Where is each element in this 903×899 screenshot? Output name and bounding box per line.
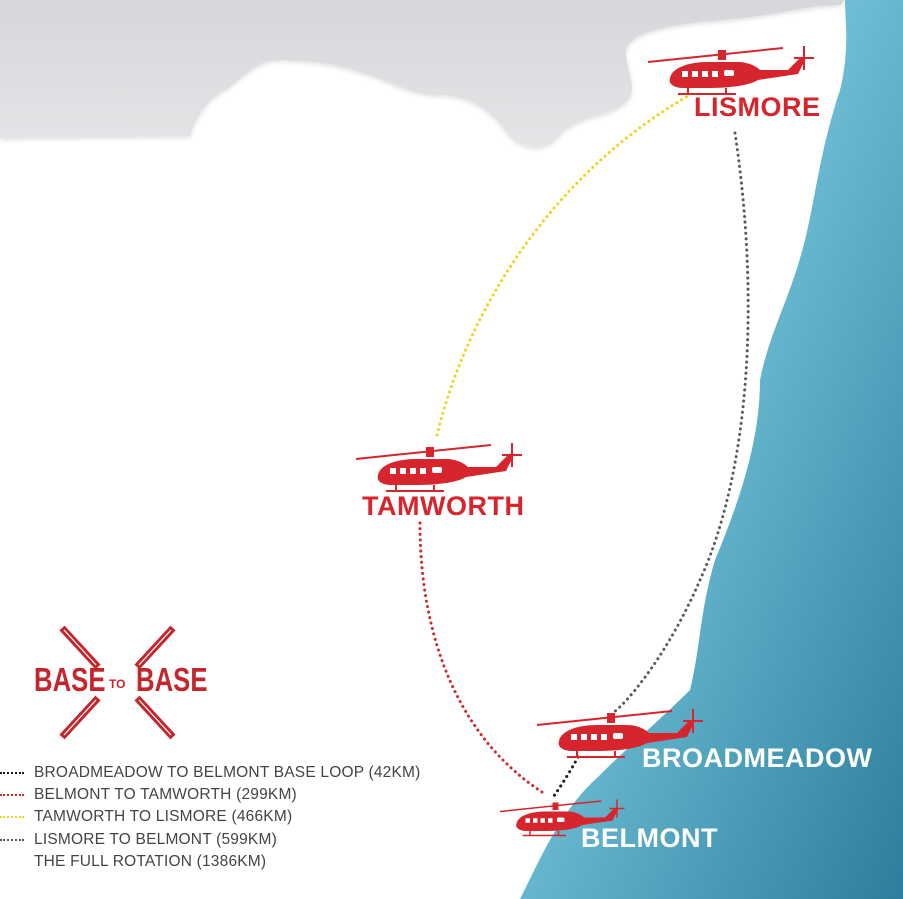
legend-item: BROADMEADOW TO BELMONT BASE LOOP (42KM) — [0, 762, 421, 784]
rotor-blade — [536, 710, 673, 726]
neighbour-land — [0, 0, 845, 148]
fuselage — [377, 455, 514, 485]
crossed-rotor-blades-icon — [59, 625, 176, 740]
route-broadmeadow-belmont — [552, 755, 580, 798]
legend-label: THE FULL ROTATION (1386KM) — [34, 852, 267, 870]
legend-swatch — [0, 838, 24, 841]
route-tamworth-lismore — [435, 94, 690, 437]
logo-word-mid: TO — [109, 677, 126, 691]
base-label-tamworth: TAMWORTH — [362, 491, 525, 521]
base-label-broadmeadow: BROADMEADOW — [642, 743, 873, 773]
base-label-lismore: LISMORE — [694, 92, 821, 122]
route-lines — [418, 94, 750, 798]
legend-swatch — [0, 816, 24, 819]
rotor-blade — [499, 800, 602, 813]
legend-label: LISMORE TO BELMONT (599KM) — [34, 830, 277, 848]
rotor-blade — [355, 444, 492, 460]
legend-item: BELMONT TO TAMWORTH (299KM) — [0, 784, 421, 806]
legend-item: LISMORE TO BELMONT (599KM) — [0, 829, 421, 851]
fuselage — [516, 808, 619, 831]
legend-swatch — [0, 772, 24, 774]
helicopter-belmont-icon — [499, 799, 625, 837]
legend-label: BROADMEADOW TO BELMONT BASE LOOP (42KM) — [34, 764, 421, 781]
legend-item: THE FULL ROTATION (1386KM) — [0, 851, 421, 873]
fuselage — [558, 721, 695, 751]
helicopter-broadmeadow-icon — [536, 709, 703, 758]
legend-label: BELMONT TO TAMWORTH (299KM) — [34, 786, 297, 804]
logo-word-left: BASE — [34, 661, 106, 698]
base-to-base-logo: BASE TO BASE — [30, 625, 208, 740]
helicopter-lismore-icon — [647, 46, 814, 95]
rotor-blade — [647, 47, 784, 63]
route-belmont-tamworth — [418, 521, 547, 796]
ocean — [520, 0, 903, 899]
base-label-belmont: BELMONT — [581, 823, 718, 853]
fuselage — [669, 58, 806, 88]
route-legend: BROADMEADOW TO BELMONT BASE LOOP (42KM) … — [0, 762, 421, 873]
legend-swatch — [0, 794, 24, 797]
legend-item: TAMWORTH TO LISMORE (466KM) — [0, 806, 421, 828]
route-lismore-belmont — [612, 131, 750, 714]
helicopter-tamworth-icon — [355, 443, 522, 492]
legend-label: TAMWORTH TO LISMORE (466KM) — [34, 808, 293, 826]
logo-word-right: BASE — [136, 661, 208, 698]
